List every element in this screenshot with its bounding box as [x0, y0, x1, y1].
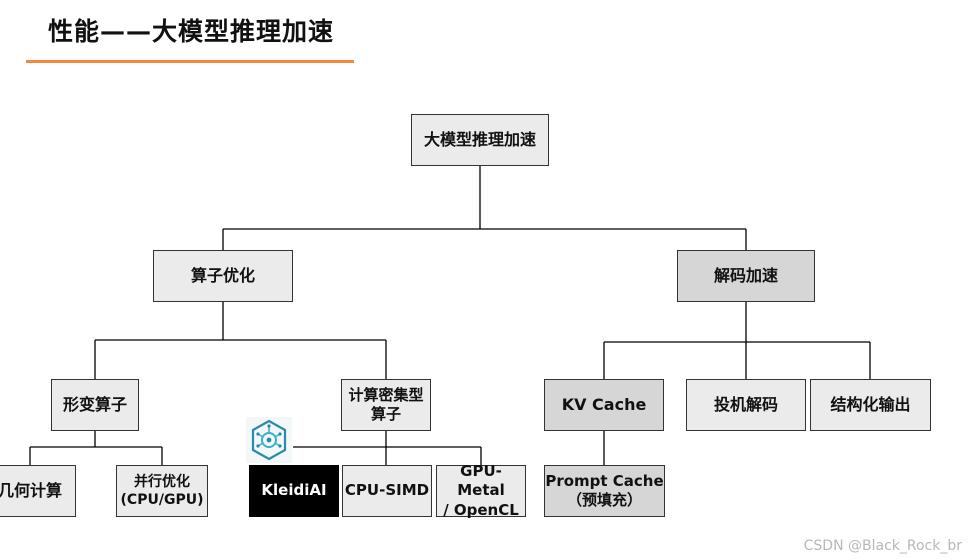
node-compute-intensive-operator: 计算密集型 算子: [341, 379, 431, 431]
node-deformation-operator: 形变算子: [51, 379, 139, 431]
node-parallel-optimization: 并行优化 (CPU/GPU): [116, 465, 208, 517]
node-decode-acceleration: 解码加速: [677, 250, 815, 302]
watermark: CSDN @Black_Rock_br: [803, 538, 962, 554]
node-geometry-compute: 几何计算: [0, 465, 76, 517]
node-gpu-metal-opencl: GPU-Metal / OpenCL: [436, 462, 526, 519]
node-operator-optimization: 算子优化: [153, 250, 293, 302]
node-kv-cache: KV Cache: [544, 379, 664, 431]
kleidi-logo-icon: [246, 417, 292, 463]
node-structured-output: 结构化输出: [810, 379, 931, 431]
node-root: 大模型推理加速: [411, 114, 549, 166]
slide-title: 性能——大模型推理加速: [48, 17, 335, 46]
node-prompt-cache: Prompt Cache （预填充）: [544, 465, 665, 517]
node-cpu-simd: CPU-SIMD: [342, 465, 432, 517]
title-underline: [26, 60, 354, 63]
node-speculative-decoding: 投机解码: [686, 379, 806, 431]
node-kleidiai: KleidiAI: [249, 465, 339, 517]
